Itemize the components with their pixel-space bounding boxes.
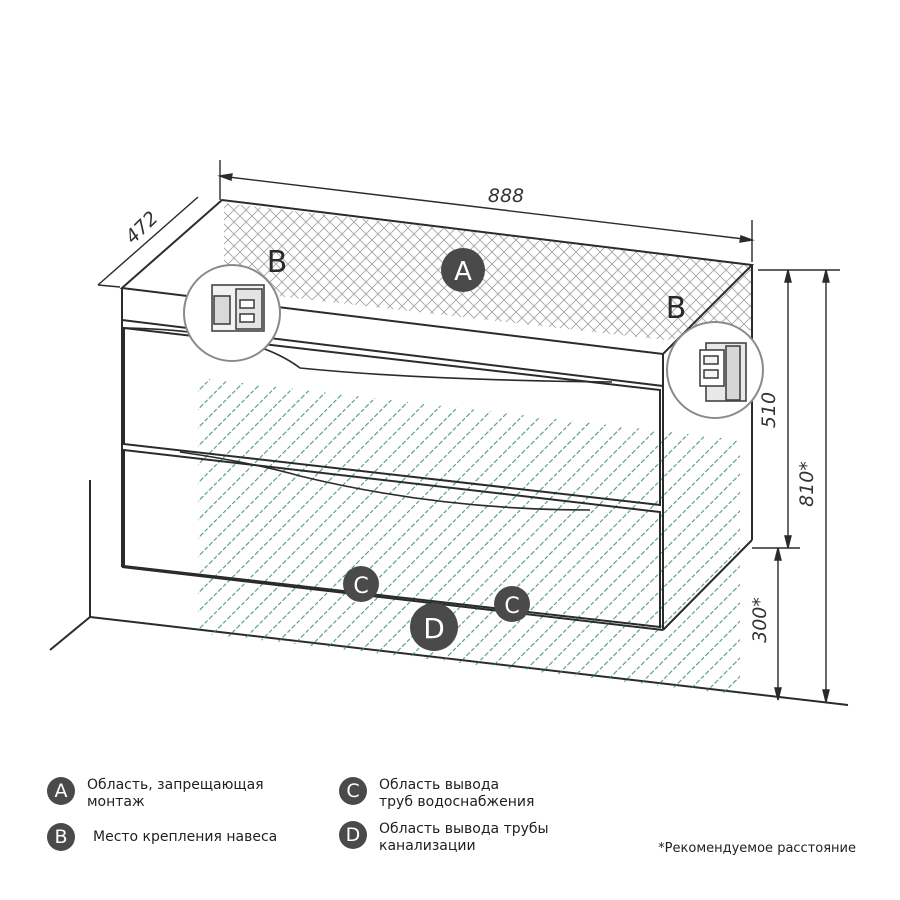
legend-badge-c: C: [339, 777, 367, 805]
dimension-mount-height: [774, 547, 782, 701]
dimension-cabinet-height: [752, 269, 800, 549]
legend-item-b: B Место крепления навеса: [47, 823, 277, 851]
vanity-cabinet-diagram: 888 472 510 810* 300* A B B C C: [49, 160, 849, 706]
dimension-depth-label: 472: [121, 207, 162, 248]
dimension-total-height: [800, 269, 840, 703]
zone-c-marker-right: C: [494, 586, 530, 622]
zone-d-marker: D: [410, 603, 458, 651]
zone-a-marker: A: [441, 248, 485, 292]
zone-c-marker-left: C: [343, 566, 379, 602]
dimension-width-label: 888: [488, 185, 524, 207]
legend-text-c: Область вывода труб водоснабжения: [379, 777, 535, 810]
legend-text-d: Область вывода трубы канализации: [379, 821, 549, 854]
dimension-mount-height-label: 300*: [749, 597, 771, 643]
legend-item-a: A Область, запрещающая монтаж: [47, 777, 264, 811]
hinge-detail-left: [183, 264, 281, 362]
legend-badge-a: A: [47, 777, 75, 805]
dimension-cabinet-height-label: 510: [758, 392, 780, 428]
legend-item-d: D Область вывода трубы канализации: [339, 821, 549, 855]
legend-text-a: Область, запрещающая монтаж: [87, 777, 264, 810]
legend-badge-d: D: [339, 821, 367, 849]
svg-text:D: D: [423, 612, 445, 645]
hinge-detail-right: [666, 321, 764, 419]
legend-text-b: Место крепления навеса: [93, 829, 278, 845]
svg-text:A: A: [454, 257, 472, 287]
zone-b-label-left: B: [267, 245, 288, 280]
footnote: *Рекомендуемое расстояние: [658, 841, 856, 856]
zone-cd-area: [198, 378, 740, 695]
dimension-width: [217, 160, 755, 262]
dimension-depth: [97, 196, 199, 288]
zone-b-label-right: B: [666, 291, 687, 326]
zone-a-area: [224, 203, 752, 340]
svg-text:C: C: [353, 574, 368, 599]
svg-text:C: C: [504, 594, 519, 619]
legend-badge-b: B: [47, 823, 75, 851]
legend-item-c: C Область вывода труб водоснабжения: [339, 777, 534, 811]
cabinet: [119, 198, 755, 631]
dimension-total-height-label: 810*: [796, 461, 818, 507]
